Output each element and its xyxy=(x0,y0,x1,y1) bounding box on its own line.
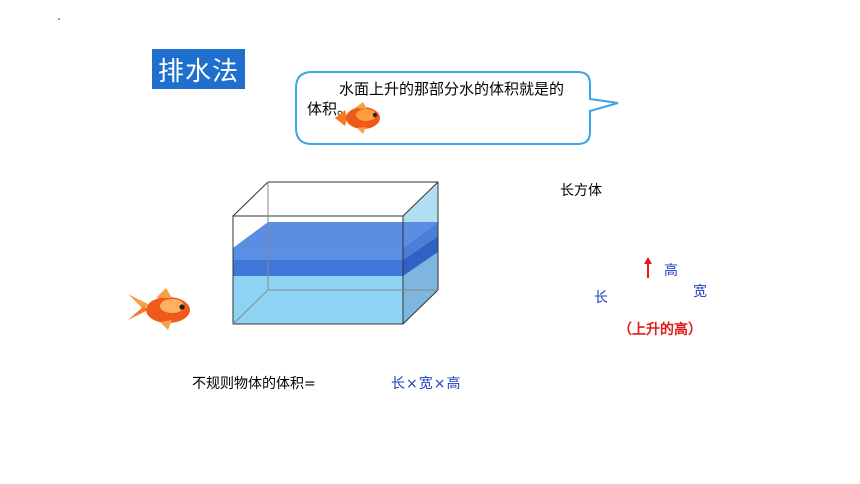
goldfish-icon xyxy=(128,288,190,330)
height-label: 高 xyxy=(664,263,678,279)
formula-text: 不规则物体的体积= xyxy=(192,376,316,392)
speech-bubble xyxy=(295,71,619,145)
goldfish-icon xyxy=(335,102,380,134)
formula-expression: 长×宽×高 xyxy=(391,376,462,392)
length-label: 长 xyxy=(594,290,608,306)
cuboid-label: 长方体 xyxy=(560,183,602,199)
width-label: 宽 xyxy=(693,284,707,300)
page-title: 排水法 xyxy=(152,49,245,89)
water-tank xyxy=(232,181,439,325)
rise-height-label: （上升的高） xyxy=(618,322,702,338)
decorative-dot xyxy=(58,18,60,20)
up-arrow-icon xyxy=(644,257,652,278)
